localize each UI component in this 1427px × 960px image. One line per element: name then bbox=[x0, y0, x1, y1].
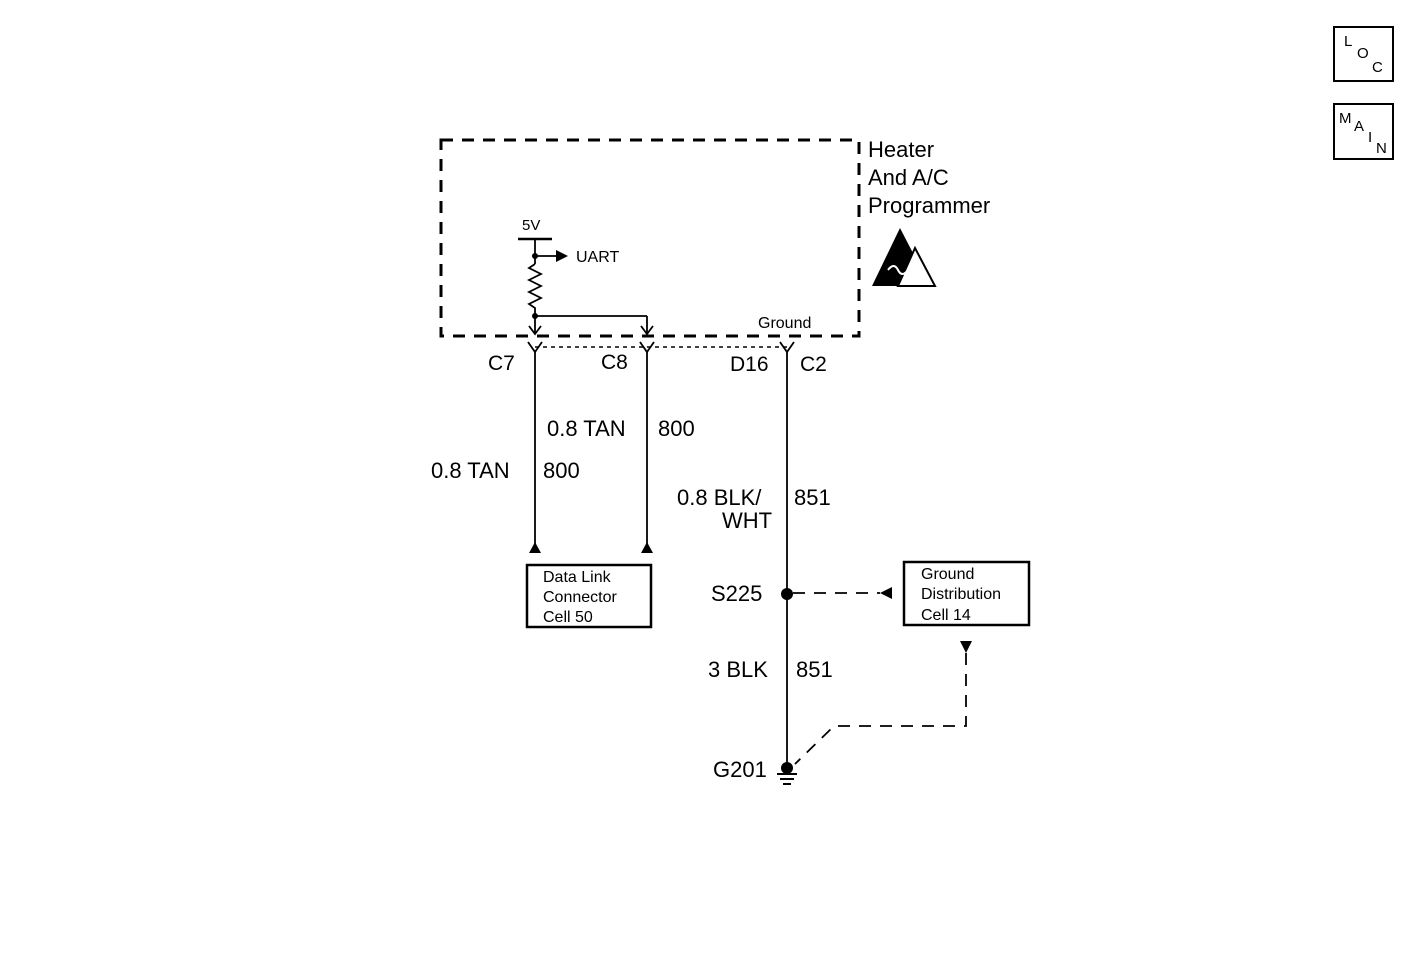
c8-wire-circuit: 800 bbox=[658, 416, 695, 441]
main-letter-n: N bbox=[1376, 140, 1387, 157]
ground-node bbox=[781, 762, 793, 774]
main-letter-m: M bbox=[1339, 110, 1352, 127]
c8-arrow-icon bbox=[640, 325, 654, 336]
c8-wire-size-color: 0.8 TAN bbox=[547, 416, 626, 441]
ground-distribution-line3: Cell 14 bbox=[921, 607, 971, 624]
loc-letter-o: O bbox=[1357, 45, 1369, 62]
splice-node bbox=[781, 588, 793, 600]
ground-distribution-line2: Distribution bbox=[921, 586, 1001, 603]
c8-to-dlc-arrow-icon bbox=[641, 542, 653, 553]
module-title-line2: And A/C bbox=[868, 165, 949, 190]
dlc-box-line1: Data Link bbox=[543, 569, 612, 586]
uart-label: UART bbox=[576, 249, 619, 266]
splice-reference-arrow-icon bbox=[880, 587, 892, 599]
main-letter-i: I bbox=[1368, 129, 1373, 146]
lower-wire-circuit: 851 bbox=[796, 657, 833, 682]
ground-point-label: G201 bbox=[713, 757, 767, 782]
dlc-box-line3: Cell 50 bbox=[543, 609, 593, 626]
connector-c8-label: C8 bbox=[601, 351, 628, 374]
main-button[interactable]: M A I N bbox=[1333, 103, 1394, 160]
ground-distribution-line1: Ground bbox=[921, 566, 974, 583]
ground-wire-size-color-2: WHT bbox=[722, 508, 772, 533]
ground-internal-label: Ground bbox=[758, 315, 811, 332]
dlc-box-line2: Connector bbox=[543, 589, 617, 606]
ground-reference-line bbox=[794, 653, 967, 765]
c7-wire-size-color: 0.8 TAN bbox=[431, 458, 510, 483]
c7-to-dlc-arrow-icon bbox=[529, 542, 541, 553]
ground-symbol-icon bbox=[777, 773, 797, 785]
c7-arrow-icon bbox=[528, 325, 542, 336]
ground-distribution-box bbox=[902, 560, 1031, 627]
lower-wire-size-color: 3 BLK bbox=[708, 657, 768, 682]
uart-arrow-icon bbox=[556, 250, 568, 262]
ground-reference-arrow-icon bbox=[960, 641, 972, 653]
loc-letter-l: L bbox=[1344, 33, 1353, 50]
connector-c7-label: C7 bbox=[488, 352, 515, 375]
connector-c2-label: C2 bbox=[800, 353, 827, 376]
module-boundary bbox=[439, 138, 861, 338]
voltage-label: 5V bbox=[522, 217, 540, 234]
loc-letter-c: C bbox=[1372, 59, 1383, 76]
pullup-resistor bbox=[526, 263, 544, 316]
esd-warning-icon bbox=[872, 228, 937, 287]
splice-label: S225 bbox=[711, 581, 762, 606]
loc-button[interactable]: L O C bbox=[1333, 26, 1394, 82]
main-letter-a: A bbox=[1354, 118, 1365, 135]
module-title-line1: Heater bbox=[868, 137, 934, 162]
module-title-line3: Programmer bbox=[868, 193, 990, 218]
ground-wire-size-color-1: 0.8 BLK/ bbox=[677, 485, 762, 510]
ground-wire-circuit: 851 bbox=[794, 485, 831, 510]
c7-wire-circuit: 800 bbox=[543, 458, 580, 483]
dlc-box bbox=[525, 563, 653, 629]
connector-d16-label: D16 bbox=[730, 353, 769, 376]
